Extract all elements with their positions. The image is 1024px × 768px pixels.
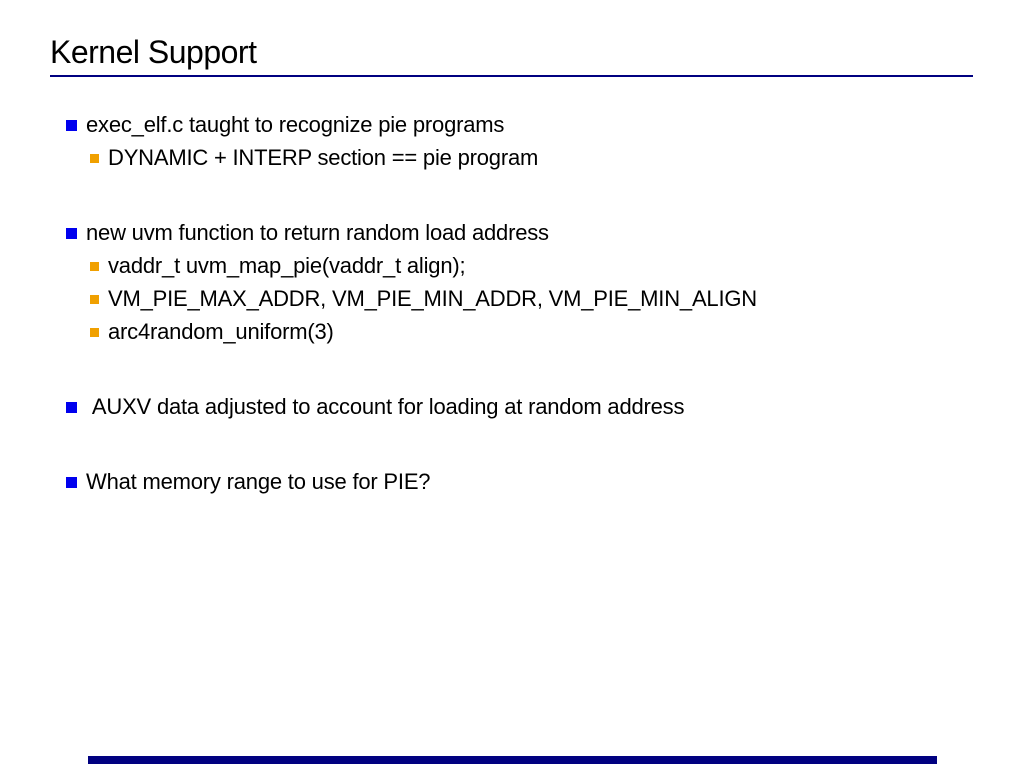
bullet-item-level1: new uvm function to return random load a… — [0, 216, 1024, 249]
bullet-item-level2: VM_PIE_MAX_ADDR, VM_PIE_MIN_ADDR, VM_PIE… — [0, 282, 1024, 315]
bullet-text: arc4random_uniform(3) — [108, 319, 334, 344]
bullet-text: vaddr_t uvm_map_pie(vaddr_t align); — [108, 253, 466, 278]
orange-square-bullet-icon — [90, 328, 99, 337]
blue-square-bullet-icon — [66, 402, 77, 413]
bullet-item-level2: DYNAMIC + INTERP section == pie program — [0, 141, 1024, 174]
bullet-item-level1: What memory range to use for PIE? — [0, 465, 1024, 498]
bullet-group: new uvm function to return random load a… — [0, 216, 1024, 348]
bullet-text: AUXV data adjusted to account for loadin… — [86, 394, 685, 419]
slide-progress-gauge-bar — [88, 756, 937, 764]
blue-square-bullet-icon — [66, 477, 77, 488]
orange-square-bullet-icon — [90, 295, 99, 304]
page-title: Kernel Support — [50, 34, 257, 70]
bullet-item-level1: AUXV data adjusted to account for loadin… — [0, 390, 1024, 423]
bullet-text: exec_elf.c taught to recognize pie progr… — [86, 112, 505, 137]
title-underline-rule — [50, 75, 973, 77]
bullet-item-level2: vaddr_t uvm_map_pie(vaddr_t align); — [0, 249, 1024, 282]
bullet-text: new uvm function to return random load a… — [86, 220, 549, 245]
bullet-group: What memory range to use for PIE? — [0, 465, 1024, 498]
orange-square-bullet-icon — [90, 262, 99, 271]
blue-square-bullet-icon — [66, 228, 77, 239]
orange-square-bullet-icon — [90, 154, 99, 163]
bullet-item-level2: arc4random_uniform(3) — [0, 315, 1024, 348]
bullet-item-level1: exec_elf.c taught to recognize pie progr… — [0, 108, 1024, 141]
bullet-group: AUXV data adjusted to account for loadin… — [0, 390, 1024, 423]
bullet-group: exec_elf.c taught to recognize pie progr… — [0, 108, 1024, 174]
bullet-text: DYNAMIC + INTERP section == pie program — [108, 145, 539, 170]
bullet-text: What memory range to use for PIE? — [86, 469, 431, 494]
bullet-text: VM_PIE_MAX_ADDR, VM_PIE_MIN_ADDR, VM_PIE… — [108, 286, 757, 311]
blue-square-bullet-icon — [66, 120, 77, 131]
bullet-list: exec_elf.c taught to recognize pie progr… — [0, 108, 1024, 540]
